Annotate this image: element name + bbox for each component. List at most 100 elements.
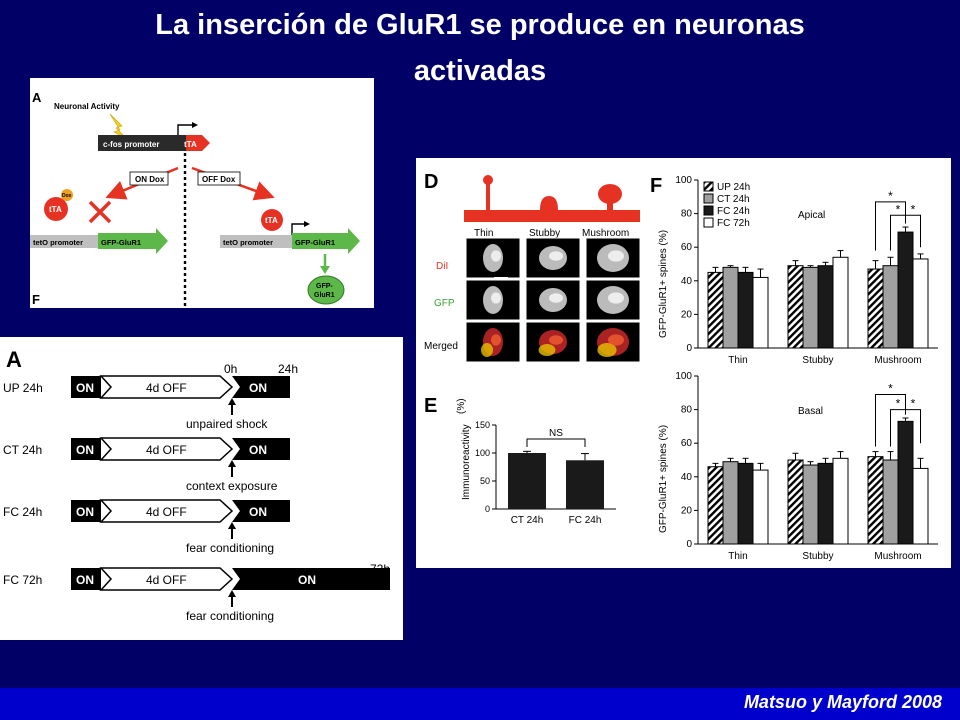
time-0h-label: 0h	[224, 362, 237, 376]
e-tick-label: 100	[475, 448, 490, 458]
event-arrow-head	[228, 460, 236, 467]
cfos-promoter-box	[98, 135, 186, 151]
f-sig-star: *	[911, 202, 916, 216]
timeline-row-name: UP 24h	[3, 381, 43, 395]
on-dox-box	[129, 171, 169, 186]
micrograph-overlap	[481, 343, 493, 357]
timeline-off-segment	[99, 437, 234, 461]
f-category-label: Mushroom	[874, 551, 921, 562]
off-dox-box	[197, 171, 241, 186]
f-tick-label: 80	[681, 405, 693, 416]
f-bar	[817, 265, 834, 349]
f-sig-star: *	[896, 202, 901, 216]
timeline-event-label: fear conditioning	[186, 609, 274, 623]
timeline-event-label: unpaired shock	[186, 417, 268, 431]
f-sig-bracket	[875, 393, 906, 447]
f-tick-label: 40	[681, 472, 693, 483]
timeline-event-label: context exposure	[186, 479, 278, 493]
timeline-on2-label: ON	[298, 573, 316, 587]
timeline-off-label: 4d OFF	[146, 505, 187, 519]
f-bar	[882, 265, 899, 349]
f-legend-swatch	[703, 193, 714, 204]
timeline-on2-segment	[232, 438, 290, 460]
micrograph-highlight	[608, 334, 624, 346]
f-category-label: Stubby	[802, 551, 833, 562]
teto-promoter-right-label: tetO promoter	[223, 238, 273, 247]
panel-label-d: D	[424, 171, 438, 193]
e-tick-label: 150	[475, 420, 490, 430]
f-bar	[897, 420, 914, 545]
f-bar	[912, 467, 929, 545]
panel-genetic-scheme: A F Neuronal Activity c-fos promoter tTA…	[30, 78, 374, 308]
timeline-on2-label: ON	[249, 443, 267, 457]
time-24h-label: 24h	[278, 362, 298, 376]
row-label-gfp: GFP	[434, 298, 455, 309]
e-tick-label: 50	[480, 476, 490, 486]
f-category-label: Mushroom	[874, 355, 921, 366]
gfp-glur1-protein-line2: GluR1	[314, 292, 335, 299]
gfp-glur1-gene-left	[98, 228, 168, 254]
transcription-arrow-right-head	[304, 221, 310, 227]
f-sig-star: *	[888, 381, 893, 395]
timeline-on-label: ON	[76, 381, 94, 395]
f-chart-title: Basal	[798, 406, 823, 417]
f-tick-label: 60	[681, 242, 693, 253]
micrograph-highlight	[608, 250, 624, 262]
micrograph-highlight	[608, 292, 624, 304]
gfp-glur1-gene-right-label: GFP-GluR1	[295, 238, 335, 247]
f-bar	[867, 268, 884, 349]
f-sig-star: *	[888, 189, 893, 203]
f-bar	[707, 271, 724, 349]
e-ns-bracket	[526, 438, 586, 447]
f-tick-label: 20	[681, 505, 693, 516]
on-dox-label: ON Dox	[135, 175, 165, 184]
footer-bar: Matsuo y Mayford 2008	[0, 688, 960, 720]
micrograph-highlight	[491, 250, 501, 262]
spine-label-mushroom: Mushroom	[582, 228, 629, 239]
f-bar	[722, 266, 739, 349]
timeline-off-segment	[99, 375, 234, 399]
timeline-off-segment	[99, 499, 234, 523]
f-tick-label: 0	[686, 343, 692, 354]
timeline-on-segment	[71, 568, 101, 590]
f-sig-bracket	[875, 201, 906, 251]
timeline-row-name: FC 24h	[3, 505, 42, 519]
f-tick-label: 60	[681, 438, 693, 449]
f-apical-ylabel: GFP-GluR1+ spines (%)	[658, 230, 669, 338]
micrograph-overlap	[538, 344, 556, 356]
timeline-event-label: fear conditioning	[186, 541, 274, 555]
f-bar	[787, 265, 804, 349]
f-tick-label: 20	[681, 309, 693, 320]
timeline-off-label: 4d OFF	[146, 381, 187, 395]
f-tick-label: 100	[675, 175, 692, 186]
f-bar	[752, 276, 769, 349]
f-category-label: Stubby	[802, 355, 833, 366]
f-tick-label: 100	[675, 371, 692, 382]
timeline-label-a: A	[6, 347, 22, 372]
f-bar	[832, 256, 849, 349]
teto-promoter-left-label: tetO promoter	[33, 238, 83, 247]
micrograph-highlight	[549, 293, 563, 303]
spine-label-thin: Thin	[474, 228, 493, 239]
e-ns-label: NS	[549, 428, 563, 439]
micrograph-highlight	[549, 251, 563, 261]
mushroom-spine-head	[598, 184, 622, 204]
teto-promoter-right	[220, 235, 292, 248]
gfp-glur1-protein-line1: GFP-	[316, 283, 333, 290]
f-bar	[737, 462, 754, 545]
timeline-on-segment	[71, 438, 101, 460]
micrograph-highlight	[491, 334, 501, 346]
panel-label-f: F	[32, 292, 40, 307]
dox-molecule	[61, 189, 73, 201]
dox-label: Dox	[62, 193, 72, 199]
f-legend-swatch	[703, 217, 714, 228]
f-legend-swatch	[703, 181, 714, 192]
transcription-arrow-head	[192, 122, 198, 128]
tta-protein-left-label: tTA	[49, 205, 62, 214]
timeline-on2-segment	[232, 500, 290, 522]
timeline-on2-segment	[232, 376, 290, 398]
micrograph-cell	[525, 321, 581, 363]
